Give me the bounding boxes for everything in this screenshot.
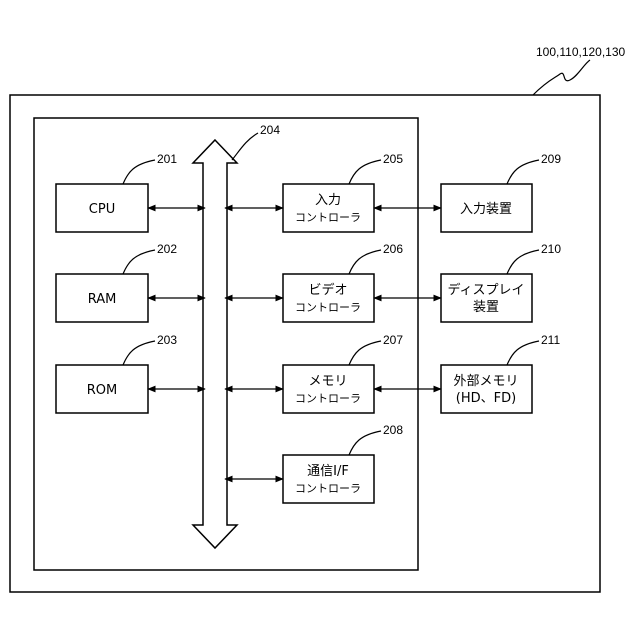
memory-controller-line1: メモリ xyxy=(308,374,347,389)
video-controller-ref: 206 xyxy=(383,242,403,256)
input-controller-line2: コントローラ xyxy=(295,211,361,224)
rom-label: ROM xyxy=(87,383,117,398)
display-device-line1: ディスプレイ xyxy=(447,282,524,298)
rom-ref: 203 xyxy=(157,333,177,347)
input-controller-ref: 205 xyxy=(383,152,403,166)
comm-controller-line2: コントローラ xyxy=(295,482,361,495)
external-memory-line2: (HD、FD) xyxy=(456,391,516,406)
input-controller-line1: 入力 xyxy=(315,193,341,208)
input-device-ref: 209 xyxy=(541,152,561,166)
system-ref-leader xyxy=(533,60,590,95)
comm-controller-line1: 通信I/F xyxy=(307,464,349,479)
video-controller-line1: ビデオ xyxy=(308,282,347,298)
display-device-line2: 装置 xyxy=(473,300,499,315)
video-controller-line2: コントローラ xyxy=(295,301,361,314)
memory-controller-ref: 207 xyxy=(383,333,403,347)
display-device-ref: 210 xyxy=(541,242,561,256)
external-memory-line1: 外部メモリ xyxy=(453,374,518,389)
comm-controller-ref: 208 xyxy=(383,423,403,437)
input-device-line1: 入力装置 xyxy=(460,202,512,217)
cpu-ref: 201 xyxy=(157,152,177,166)
system-ref-label: 100,110,120,130 xyxy=(536,45,626,59)
ram-ref: 202 xyxy=(157,242,177,256)
cpu-label: CPU xyxy=(89,202,115,217)
external-memory-ref: 211 xyxy=(541,333,560,347)
bus-ref-label: 204 xyxy=(260,123,280,137)
ram-label: RAM xyxy=(88,292,117,307)
memory-controller-line2: コントローラ xyxy=(295,392,361,405)
